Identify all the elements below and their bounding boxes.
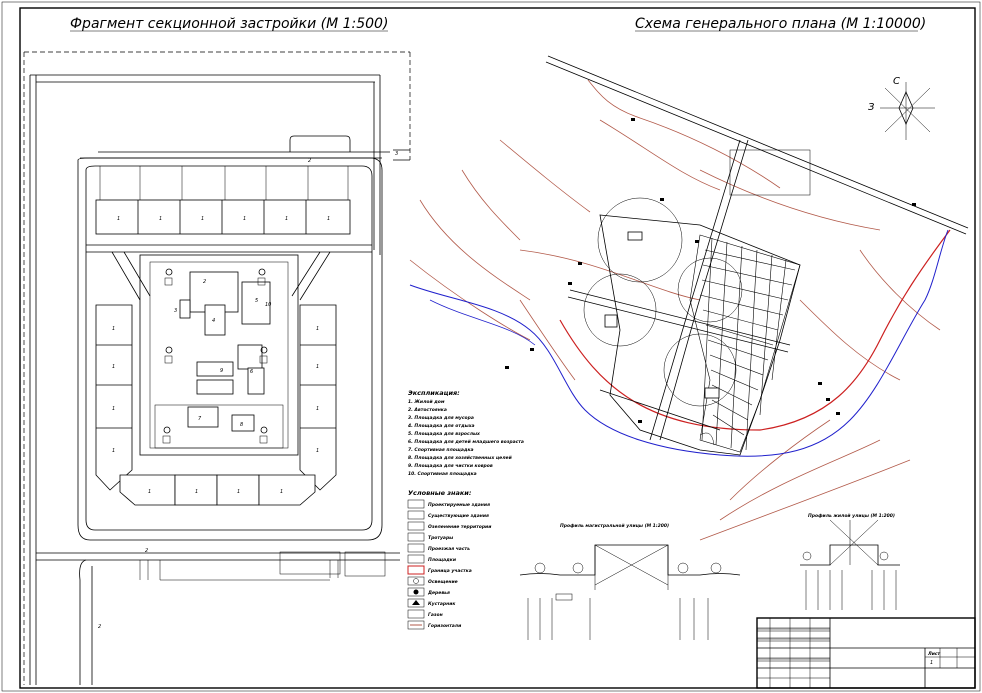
svg-text:Газон: Газон (428, 612, 443, 618)
svg-text:Граница участка: Граница участка (428, 568, 472, 574)
svg-text:5: 5 (255, 298, 258, 304)
compass-rose: С З (868, 76, 935, 140)
svg-text:1: 1 (112, 326, 115, 332)
svg-text:10. Спортивная площадка: 10. Спортивная площадка (408, 471, 477, 477)
svg-text:Существующие здания: Существующие здания (428, 513, 489, 519)
svg-text:Горизонтали: Горизонтали (428, 623, 462, 629)
courtyard: 10 2 3 4 5 6 7 8 9 (139, 254, 299, 456)
svg-text:6: 6 (250, 369, 253, 375)
bottom-houses: 1 1 1 1 (119, 474, 316, 506)
svg-text:9: 9 (220, 368, 223, 374)
svg-text:2: 2 (308, 158, 311, 164)
svg-text:10: 10 (265, 302, 271, 308)
svg-text:Площадки: Площадки (428, 557, 457, 563)
general-plan: С З (409, 55, 969, 541)
profile-main: Профиль магистральной улицы (М 1:200) (519, 522, 741, 640)
left-title: Фрагмент секционной застройки (М 1:500) (70, 16, 388, 32)
sheet-number: 1 (930, 660, 933, 666)
svg-text:Освещение: Освещение (428, 579, 458, 585)
svg-text:1: 1 (195, 489, 198, 495)
svg-text:1: 1 (159, 216, 162, 222)
svg-text:1: 1 (201, 216, 204, 222)
right-title: Схема генерального плана (М 1:10000) (635, 16, 926, 32)
profile-local-title: Профиль жилой улицы (М 1:200) (808, 512, 895, 519)
svg-text:1: 1 (327, 216, 330, 222)
svg-text:1: 1 (316, 364, 319, 370)
svg-text:7. Спортивная площадка: 7. Спортивная площадка (408, 447, 474, 453)
legend-heading: Условные знаки: (408, 489, 472, 497)
explication-block: Экспликация: 1. Жилой дом 2. Автостоянка… (408, 389, 524, 477)
svg-text:2. Автостоянка: 2. Автостоянка (408, 407, 447, 413)
compass-north: С (893, 76, 900, 87)
svg-text:1: 1 (280, 489, 283, 495)
svg-text:1: 1 (316, 406, 319, 412)
house-label: 1 (117, 216, 120, 222)
svg-text:1. Жилой дом: 1. Жилой дом (408, 399, 445, 405)
compass-west: З (868, 102, 875, 113)
svg-text:Кустарник: Кустарник (428, 601, 456, 607)
svg-text:3. Площадка для мусора: 3. Площадка для мусора (408, 415, 474, 421)
svg-text:3: 3 (395, 151, 398, 157)
explication-heading: Экспликация: (408, 389, 460, 397)
svg-text:1: 1 (285, 216, 288, 222)
right-houses: 1 1 1 1 (299, 304, 337, 491)
legend-block: Условные знаки: Проектируемые здания Сущ… (407, 489, 492, 630)
svg-text:1: 1 (148, 489, 151, 495)
svg-text:2: 2 (98, 624, 101, 630)
svg-text:Проектируемые здания: Проектируемые здания (428, 502, 490, 508)
svg-text:4. Площадка для отдыха: 4. Площадка для отдыха (408, 423, 475, 429)
inner-frame (19, 7, 976, 689)
svg-text:1: 1 (316, 448, 319, 454)
svg-text:Озеленение территории: Озеленение территории (428, 524, 492, 530)
svg-text:6. Площадка для детей младшего: 6. Площадка для детей младшего возраста (408, 439, 524, 445)
sheet-label: Лист (927, 651, 941, 657)
top-houses: 1 1 1 1 1 1 (95, 199, 351, 235)
svg-text:1: 1 (112, 364, 115, 370)
profile-local: Профиль жилой улицы (М 1:200) (800, 512, 900, 610)
svg-text:2: 2 (203, 279, 206, 285)
svg-text:7: 7 (198, 416, 202, 422)
svg-text:1: 1 (243, 216, 246, 222)
svg-text:Проезжая часть: Проезжая часть (428, 546, 470, 552)
svg-text:1: 1 (237, 489, 240, 495)
svg-text:1: 1 (112, 448, 115, 454)
svg-text:1: 1 (316, 326, 319, 332)
svg-text:1: 1 (112, 406, 115, 412)
svg-text:8: 8 (240, 422, 243, 428)
svg-text:9. Площадка для чистки ковров: 9. Площадка для чистки ковров (408, 463, 493, 469)
svg-text:Деревья: Деревья (427, 590, 450, 596)
svg-text:2: 2 (145, 548, 148, 554)
svg-text:3: 3 (174, 308, 177, 314)
svg-text:8. Площадка для хозяйственных: 8. Площадка для хозяйственных целей (408, 455, 513, 461)
sectional-plan: 1 1 1 1 1 1 1 1 1 1 1 1 1 (23, 51, 411, 685)
left-houses: 1 1 1 1 (95, 304, 133, 491)
contours (409, 79, 941, 541)
title-block: Лист 1 (756, 617, 976, 689)
profile-main-title: Профиль магистральной улицы (М 1:200) (560, 522, 669, 529)
svg-text:5. Площадка для взрослых: 5. Площадка для взрослых (408, 431, 481, 437)
svg-text:4: 4 (212, 318, 215, 324)
svg-text:Тротуары: Тротуары (428, 535, 453, 541)
